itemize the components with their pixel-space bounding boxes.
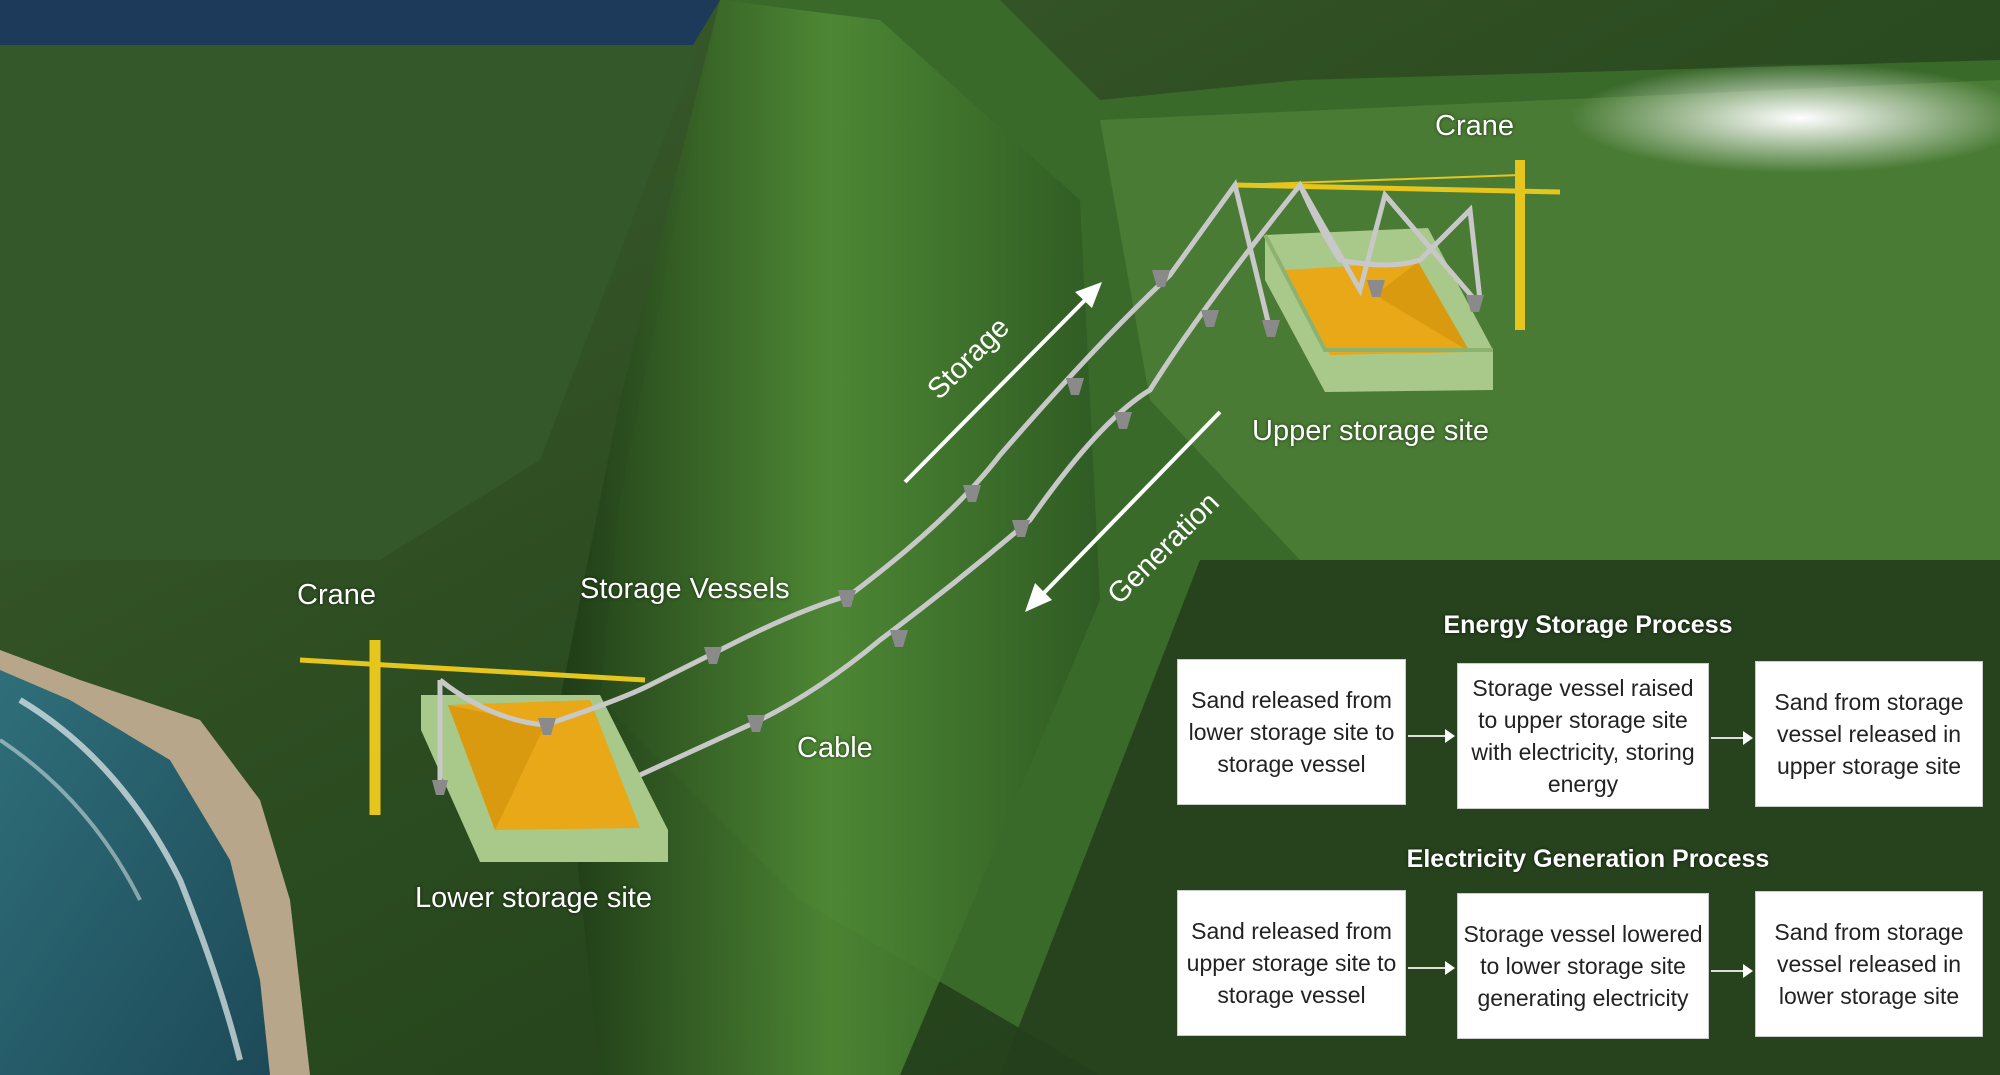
arrow-icon	[1408, 729, 1455, 743]
generation-direction-arrow	[1025, 410, 1222, 612]
crane-upper-label: Crane	[1435, 110, 1514, 142]
electricity-generation-process-title: Electricity Generation Process	[1406, 845, 1770, 873]
arrow-icon	[1711, 964, 1753, 978]
upper-storage-site-container	[1263, 228, 1493, 392]
generation-step-2: Storage vessel lowered to lower storage …	[1457, 893, 1709, 1039]
arrow-icon	[1711, 731, 1753, 745]
storage-step-2: Storage vessel raised to upper storage s…	[1457, 663, 1709, 809]
cloud	[1570, 63, 2000, 173]
sea	[0, 670, 270, 1075]
energy-storage-process-title: Energy Storage Process	[1443, 611, 1733, 639]
arrow-icon	[1408, 961, 1455, 975]
cable-label: Cable	[797, 732, 873, 764]
lower-storage-site-container	[421, 695, 668, 862]
storage-vessels	[432, 270, 1484, 795]
storage-step-3: Sand from storage vessel released in upp…	[1755, 661, 1983, 807]
lower-crane	[299, 640, 646, 815]
crane-lower-label: Crane	[297, 579, 376, 611]
generation-step-1: Sand released from upper storage site to…	[1177, 890, 1406, 1036]
upper-storage-site-label: Upper storage site	[1252, 415, 1489, 447]
upper-crane	[1234, 160, 1561, 330]
storage-vessels-label: Storage Vessels	[580, 573, 790, 605]
generation-step-3: Sand from storage vessel released in low…	[1755, 891, 1983, 1037]
storage-direction-arrow	[903, 282, 1102, 484]
lower-storage-site-label: Lower storage site	[415, 882, 652, 914]
ocean-horizon	[0, 0, 720, 50]
storage-step-1: Sand released from lower storage site to…	[1177, 659, 1406, 805]
